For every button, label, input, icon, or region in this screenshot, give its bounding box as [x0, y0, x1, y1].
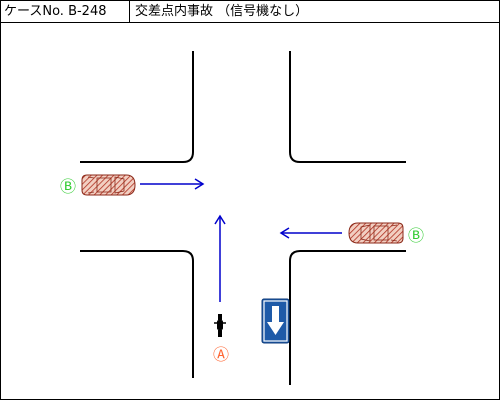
arrow-party-b-left [140, 178, 205, 190]
label-party-b-left: Ⓑ [60, 177, 76, 196]
arrow-party-b-right [279, 227, 342, 239]
one-way-sign-icon [261, 298, 290, 344]
road-edge-bottom-right [289, 250, 406, 385]
motorcycle-party-a [214, 314, 226, 337]
label-party-b-right: Ⓑ [408, 226, 424, 245]
header-divider [129, 1, 130, 22]
header-bar: ケースNo. B-248 交差点内事故 （信号機なし） [1, 1, 499, 23]
diagram-title: 交差点内事故 （信号機なし） [135, 4, 309, 19]
intersection-diagram: Ⓑ Ⓑ Ⓐ [60, 51, 424, 385]
road-edge-top-left [80, 51, 194, 163]
label-party-a: Ⓐ [213, 345, 229, 364]
car-party-b-left [81, 174, 136, 196]
road-edge-bottom-left [80, 250, 194, 378]
arrow-party-a [214, 214, 226, 302]
car-party-b-right [348, 222, 404, 244]
case-number: ケースNo. B-248 [4, 4, 107, 19]
road-edge-top-right [289, 51, 406, 163]
